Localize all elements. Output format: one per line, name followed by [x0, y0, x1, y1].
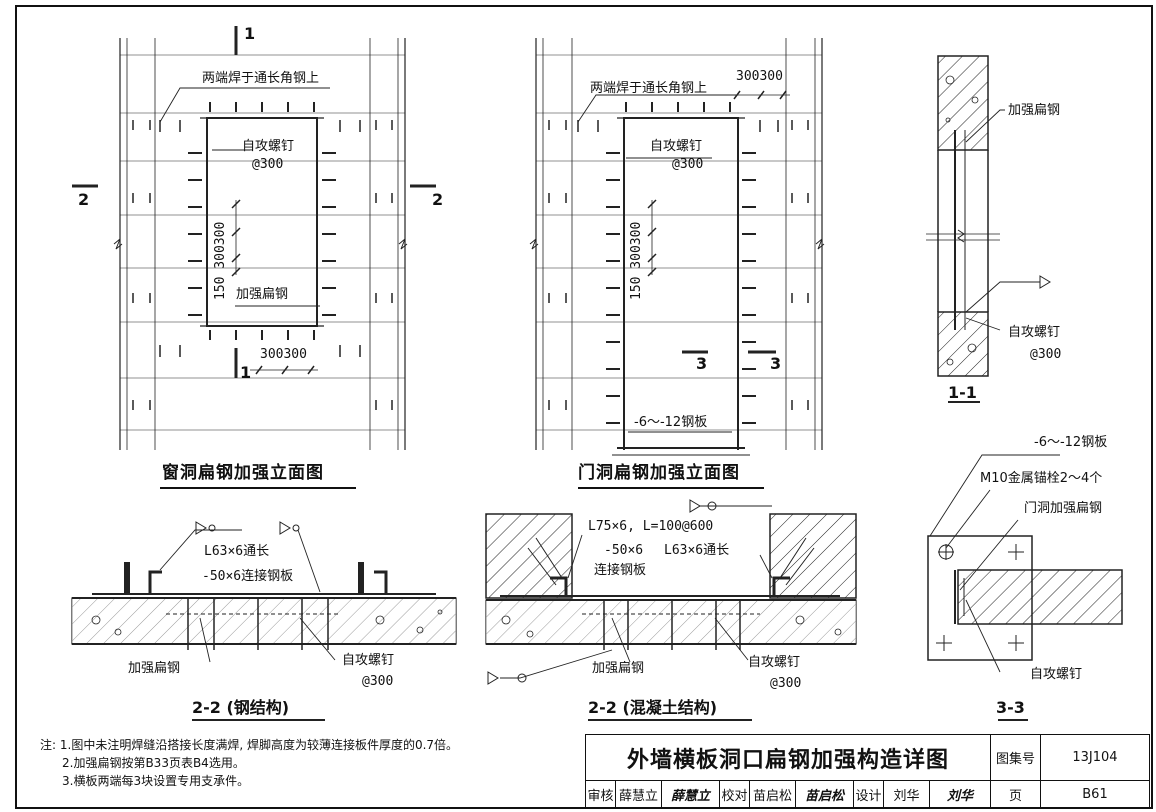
sec22s-screw-spacing: @300 — [362, 674, 394, 689]
section-2-2-steel-drawing — [71, 521, 457, 721]
sec22c-caption: 2-2 (混凝土结构) — [588, 698, 718, 717]
title-block: 外墙横板洞口扁钢加强构造详图 图集号 13J104 审核 薛慧立 薛慧立 校对 … — [585, 734, 1150, 808]
window-section-1-top: 1 — [244, 24, 256, 43]
atlas-number: 13J104 — [1041, 735, 1149, 781]
window-elevation-caption: 窗洞扁钢加强立面图 — [162, 463, 324, 483]
sec33-door-flat-label: 门洞加强扁钢 — [1024, 501, 1103, 516]
sec22s-caption: 2-2 (钢结构) — [192, 698, 290, 717]
note-row-2: 2.加强扁钢按第B33页表B4选用。 — [40, 754, 458, 772]
section-2-2-concrete-drawing — [485, 499, 857, 721]
review-label: 审核 — [586, 781, 616, 807]
sec11-screw-label: 自攻螺钉 — [1008, 325, 1061, 340]
sec22c-connect-plate-label: 连接钢板 — [594, 563, 647, 578]
sec22s-screw-label: 自攻螺钉 — [342, 653, 395, 668]
window-dims-horizontal: 300300 — [260, 347, 307, 362]
window-section-2-right: 2 — [432, 190, 444, 209]
note-row-3: 3.横板两端每3块设置专用支承件。 — [40, 772, 458, 790]
page-number: B61 — [1082, 786, 1108, 802]
door-weld-note: 两端焊于通长角钢上 — [590, 81, 708, 96]
atlas-label: 图集号 — [991, 735, 1041, 781]
door-dims-vertical: 150 300300 — [629, 221, 644, 300]
sec11-flat-steel-label: 加强扁钢 — [1008, 103, 1061, 118]
window-screw-label: 自攻螺钉 — [242, 139, 295, 154]
sec11-screw-spacing: @300 — [1030, 347, 1062, 362]
window-dims-vertical: 150 300300 — [213, 221, 228, 300]
check-label: 校对 — [720, 781, 750, 807]
note-item-1: 1.图中未注明焊缝沿搭接长度满焊, 焊脚高度为较薄连接板件厚度的0.7倍。 — [59, 738, 459, 752]
notes-block: 注: 1.图中未注明焊缝沿搭接长度满焊, 焊脚高度为较薄连接板件厚度的0.7倍。… — [40, 736, 458, 790]
checker-name: 苗启松 — [750, 781, 796, 807]
door-elevation-drawing — [529, 38, 825, 456]
checker-signature: 苗启松 — [796, 781, 854, 807]
window-flat-steel-label: 加强扁钢 — [236, 287, 289, 302]
door-section-3-right: 3 — [770, 354, 782, 373]
sec22s-plate-label: -50×6连接钢板 — [202, 569, 294, 584]
sec33-caption: 3-3 — [996, 698, 1025, 717]
window-elevation-drawing — [72, 26, 436, 450]
door-dims-top: 300300 — [736, 69, 783, 84]
door-section-3-left: 3 — [696, 354, 708, 373]
drawing-title: 外墙横板洞口扁钢加强构造详图 — [586, 735, 991, 781]
section-3-3-drawing — [927, 454, 1123, 721]
sec22c-flat-steel-label: 加强扁钢 — [592, 661, 645, 676]
designer-signature: 刘华 — [930, 781, 991, 807]
door-elevation-caption: 门洞扁钢加强立面图 — [578, 463, 740, 483]
sec33-screw-label: 自攻螺钉 — [1030, 667, 1083, 682]
door-screw-spacing: @300 — [672, 157, 704, 172]
window-section-2-left: 2 — [78, 190, 90, 209]
window-screw-spacing: @300 — [252, 157, 284, 172]
sec22c-angle-label: L63×6通长 — [664, 543, 730, 558]
note-item-3: 3.横板两端每3块设置专用支承件。 — [62, 774, 250, 788]
window-weld-note: 两端焊于通长角钢上 — [202, 71, 320, 86]
sec22c-screw-spacing: @300 — [770, 676, 802, 691]
sec22s-angle-label: L63×6通长 — [204, 544, 270, 559]
section-1-1-drawing — [926, 55, 1051, 403]
sec22c-screw-label: 自攻螺钉 — [748, 655, 801, 670]
sec11-caption: 1-1 — [948, 383, 977, 402]
sec33-steel-plate-label: -6～-12钢板 — [1034, 435, 1108, 450]
note-row-1: 注: 1.图中未注明焊缝沿搭接长度满焊, 焊脚高度为较薄连接板件厚度的0.7倍。 — [40, 736, 458, 754]
reviewer-name: 薛慧立 — [616, 781, 662, 807]
sec22s-flat-steel-label: 加强扁钢 — [128, 661, 181, 676]
reviewer-signature: 薛慧立 — [662, 781, 720, 807]
door-steel-plate-label: -6～-12钢板 — [634, 415, 708, 430]
sec22c-angle-short-label: L75×6, L=100@600 — [588, 519, 714, 534]
sec22c-plate-label: -50×6 — [604, 543, 644, 558]
window-section-1-bottom: 1 — [240, 363, 252, 382]
sec33-anchor-label: M10金属锚栓2～4个 — [980, 471, 1103, 486]
page-label: 页 — [991, 781, 1041, 807]
notes-prefix: 注: — [40, 738, 57, 752]
design-label: 设计 — [854, 781, 884, 807]
designer-name: 刘华 — [884, 781, 930, 807]
door-screw-label: 自攻螺钉 — [650, 139, 703, 154]
note-item-2: 2.加强扁钢按第B33页表B4选用。 — [62, 756, 245, 770]
